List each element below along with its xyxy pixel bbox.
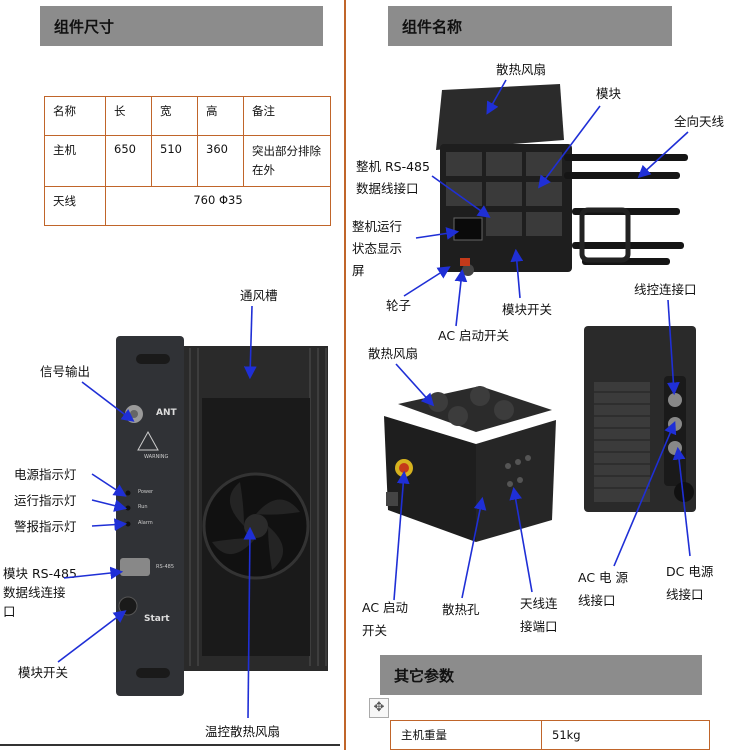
main-unit-open bbox=[432, 80, 688, 280]
panel-rs485-label: RS-485 bbox=[156, 564, 174, 570]
main-unit-illustration bbox=[436, 84, 688, 276]
table-row: 主机重量 51kg bbox=[390, 720, 710, 750]
table-header-row: 名称 长 宽 高 备注 bbox=[44, 96, 331, 136]
table-cell: 主机 bbox=[44, 135, 106, 187]
table-cell: 天线 bbox=[44, 186, 106, 226]
label-vent: 通风槽 bbox=[240, 288, 278, 303]
panel-alarm-label: Alarm bbox=[138, 520, 153, 526]
panel-warning-label: WARNING bbox=[144, 454, 169, 460]
label-ac-power: AC 电 源 线接口 bbox=[578, 570, 629, 608]
move-icon[interactable]: ✥ bbox=[369, 698, 389, 718]
table-row: 天线 760 Φ35 bbox=[44, 186, 331, 226]
table-header-cell: 长 bbox=[105, 96, 152, 136]
panel-power-label: Power bbox=[138, 489, 154, 495]
arrow-ac-top bbox=[454, 268, 468, 327]
back-unit-illustration bbox=[584, 326, 696, 512]
table-header-cell: 高 bbox=[197, 96, 244, 136]
table-cell: 650 bbox=[105, 135, 152, 187]
label-module: 模块 bbox=[596, 86, 622, 101]
label-status-screen: 整机运行 状态显示 屏 bbox=[352, 219, 403, 278]
label-ac-switch-bottom: AC 启动 开关 bbox=[362, 600, 409, 638]
label-fan-top: 散热风扇 bbox=[496, 62, 547, 77]
module-device: ANT WARNING Power Run Alarm RS-485 Start bbox=[110, 336, 335, 696]
label-signal-output: 信号输出 bbox=[40, 364, 91, 379]
panel-run-label: Run bbox=[138, 504, 148, 510]
label-wire-port: 线控连接口 bbox=[634, 282, 697, 297]
section-header-dimensions: 组件尺寸 bbox=[40, 6, 323, 46]
closed-unit-illustration bbox=[384, 386, 556, 542]
table-cell: 突出部分排除在外 bbox=[243, 135, 331, 187]
label-ac-switch-top: AC 启动开关 bbox=[438, 328, 510, 343]
label-wheel: 轮子 bbox=[386, 298, 412, 313]
params-table: 主机重量 51kg bbox=[390, 720, 710, 750]
dimensions-table: 名称 长 宽 高 备注 主机 650 510 360 突出部分排除在外 天线 7… bbox=[44, 96, 331, 226]
label-vent-hole: 散热孔 bbox=[442, 602, 480, 617]
panel-ant-label: ANT bbox=[156, 408, 177, 418]
label-temp-fan: 温控散热风扇 bbox=[205, 724, 281, 739]
label-run-led: 运行指示灯 bbox=[14, 493, 77, 508]
label-power-led: 电源指示灯 bbox=[14, 467, 77, 482]
section-header-components: 组件名称 bbox=[388, 6, 672, 46]
table-cell: 510 bbox=[151, 135, 198, 187]
column-divider bbox=[344, 0, 346, 750]
param-name: 主机重量 bbox=[390, 720, 542, 750]
table-header-cell: 宽 bbox=[151, 96, 198, 136]
label-alarm-led: 警报指示灯 bbox=[14, 519, 77, 534]
label-omni-antenna: 全向天线 bbox=[674, 114, 725, 129]
section-header-other-params: 其它参数 bbox=[380, 655, 702, 695]
table-header-cell: 备注 bbox=[243, 96, 331, 136]
label-dc-power: DC 电源 线接口 bbox=[666, 564, 714, 602]
table-header-cell: 名称 bbox=[44, 96, 106, 136]
table-cell: 360 bbox=[197, 135, 244, 187]
module-device-illustration bbox=[116, 336, 328, 696]
main-unit-back bbox=[584, 322, 712, 512]
label-module-switch-right: 模块开关 bbox=[502, 302, 553, 317]
label-module-rs485: 模块 RS-485 数据线连接 口 bbox=[3, 566, 77, 619]
label-fan-mid: 散热风扇 bbox=[368, 346, 419, 361]
label-unit-rs485: 整机 RS-485 数据线接口 bbox=[356, 159, 430, 196]
label-module-switch: 模块开关 bbox=[18, 665, 69, 680]
main-unit-closed bbox=[380, 380, 558, 545]
bottom-rule bbox=[0, 744, 340, 746]
param-value: 51kg bbox=[541, 720, 710, 750]
table-row: 主机 650 510 360 突出部分排除在外 bbox=[44, 135, 331, 187]
label-antenna-port: 天线连 接端口 bbox=[520, 596, 558, 634]
panel-start-label: Start bbox=[144, 614, 170, 624]
table-cell: 760 Φ35 bbox=[105, 186, 331, 226]
